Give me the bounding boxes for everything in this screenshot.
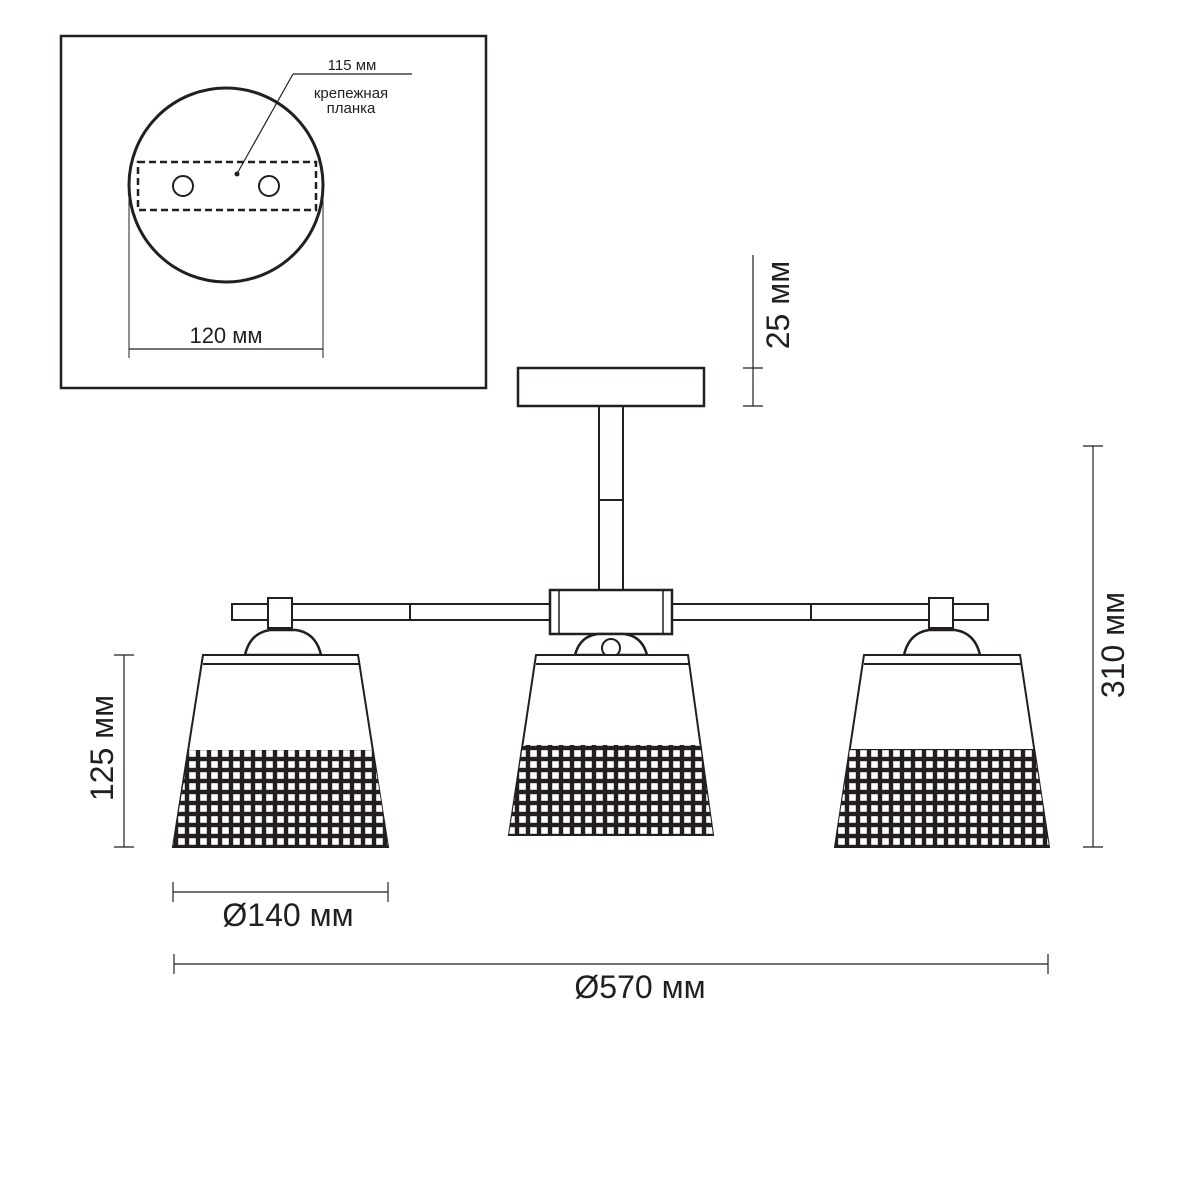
inset-frame: [59, 34, 488, 390]
dim-125-label: 125 мм: [84, 695, 120, 801]
dim-115-label: 115 мм: [328, 57, 377, 74]
dimension-total-height: 310 мм: [1083, 445, 1131, 848]
shade-left: [171, 628, 390, 848]
dimension-canopy-height: 25 мм: [743, 255, 796, 407]
shade-center: [507, 632, 715, 836]
dimension-shade-diameter: Ø140 мм: [172, 882, 389, 933]
arm-cap-left: [267, 597, 293, 629]
canopy-top-view: [127, 86, 325, 284]
cross-arm: [231, 588, 989, 636]
dimension-shade-height: 125 мм: [84, 654, 134, 848]
arm-cap-right: [928, 597, 954, 629]
dimension-total-diameter: Ø570 мм: [173, 954, 1049, 1005]
canopy-and-stem: [516, 366, 706, 591]
shade-grid-right: [835, 749, 1049, 847]
dim-25-label: 25 мм: [760, 261, 796, 349]
shade-grid-center: [509, 745, 713, 835]
lamp-holder-right: [902, 628, 982, 657]
stem-upper: [598, 405, 624, 501]
central-hub: [548, 588, 674, 636]
dim-310-label: 310 мм: [1095, 592, 1131, 698]
shade-right: [833, 628, 1051, 848]
dim-570-label: Ø570 мм: [574, 969, 705, 1005]
plate-center-dot: [234, 171, 240, 177]
plate-label-line1: крепежная: [314, 85, 388, 102]
ceiling-canopy: [516, 366, 706, 408]
stem-lower: [598, 499, 624, 591]
shade-grid-left: [173, 750, 388, 847]
mounting-inset: 115 мм крепежная планка 120 мм: [59, 34, 488, 390]
lamp-holder-left: [243, 628, 323, 657]
dim-120-label: 120 мм: [189, 323, 262, 348]
dim-140-label: Ø140 мм: [222, 897, 353, 933]
plate-leader-line: [237, 73, 294, 173]
plate-label-line2: планка: [327, 100, 376, 117]
mounting-plate-outline: [136, 160, 318, 212]
screw-hole-right: [258, 175, 280, 197]
screw-hole-left: [172, 175, 194, 197]
